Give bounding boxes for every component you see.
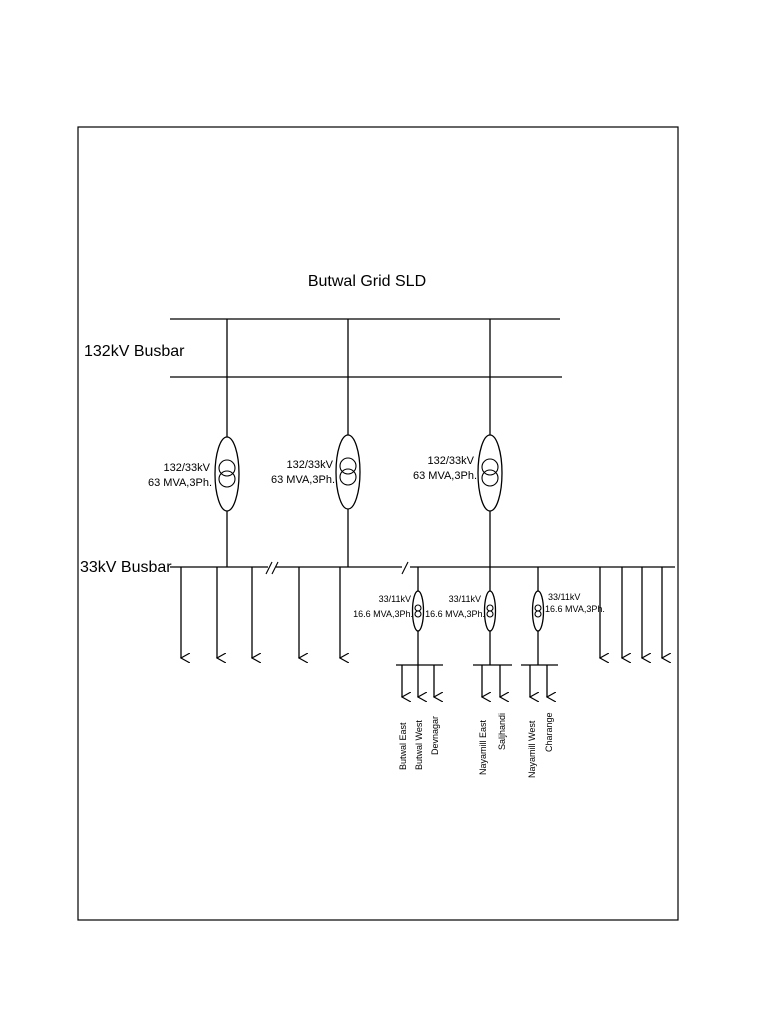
feeder-label: Nayamill West [527, 720, 537, 778]
feeder-arrows-left [181, 567, 340, 658]
distribution-transformer-3-rating: 16.6 MVA,3Ph. [545, 604, 605, 614]
feeder-label: Saljhandi [497, 713, 507, 750]
busbar-132kv [170, 318, 562, 378]
bus-section-break-2 [401, 561, 409, 575]
power-transformer-3 [477, 319, 503, 567]
busbar-132kv-label: 132kV Busbar [84, 343, 185, 360]
feeder-label: Butwal West [414, 720, 424, 770]
bus-section-break-1 [265, 561, 279, 575]
distribution-transformer-3 [521, 567, 558, 697]
distribution-transformer-2-rating: 16.6 MVA,3Ph. [425, 609, 485, 619]
distribution-transformer-1 [396, 567, 443, 697]
power-transformer-1 [214, 319, 240, 567]
diagram-frame [77, 126, 679, 921]
distribution-transformer-1-ratio: 33/11kV [379, 594, 411, 604]
distribution-transformer-2-ratio: 33/11kV [449, 594, 481, 604]
distribution-transformer-2 [473, 567, 512, 697]
feeder-label: Charange [544, 712, 554, 752]
distribution-transformer-3-ratio: 33/11kV [548, 592, 580, 602]
diagram-title: Butwal Grid SLD [308, 273, 426, 290]
power-transformer-3-ratio: 132/33kV [428, 455, 475, 467]
feeder-arrows-right [600, 567, 662, 658]
power-transformer-1-rating: 63 MVA,3Ph. [148, 477, 212, 489]
feeder-label: Nayamill East [478, 719, 488, 775]
power-transformer-3-rating: 63 MVA,3Ph. [413, 470, 477, 482]
feeder-label: Butwal East [398, 722, 408, 770]
busbar-33kv-label: 33kV Busbar [80, 559, 172, 576]
power-transformer-1-ratio: 132/33kV [164, 462, 211, 474]
power-transformer-2-rating: 63 MVA,3Ph. [271, 474, 335, 486]
feeder-label: Devnagar [430, 716, 440, 755]
distribution-transformer-1-rating: 16.6 MVA,3Ph. [353, 609, 413, 619]
power-transformer-2-ratio: 132/33kV [287, 459, 334, 471]
power-transformer-2 [335, 319, 361, 567]
